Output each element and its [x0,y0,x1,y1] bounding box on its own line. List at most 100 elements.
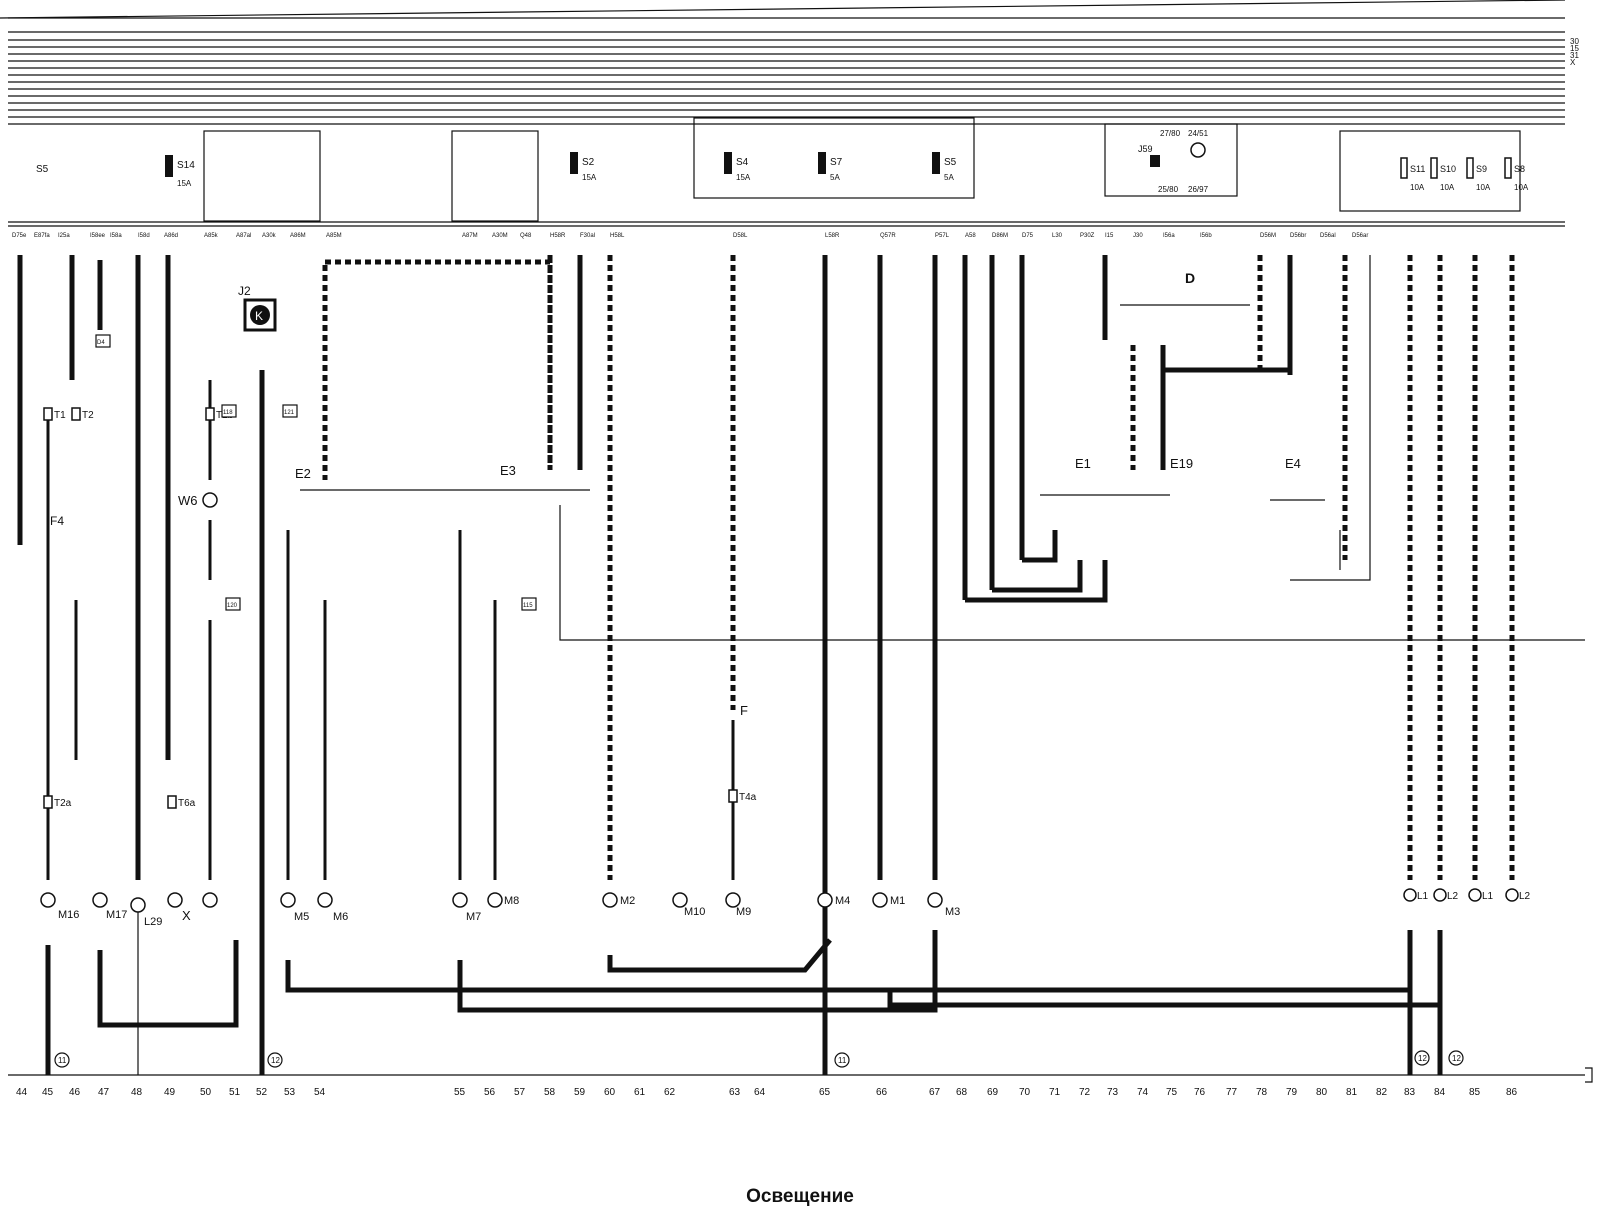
fuse-s11: S11 10A [1400,157,1425,192]
fuse-s9: S9 10A [1466,157,1491,192]
column-number: 63 [729,1087,741,1098]
svg-text:E19: E19 [1170,456,1193,471]
svg-text:S11: S11 [1410,164,1425,174]
lamp-m5: M5 [280,892,309,923]
svg-text:M4: M4 [835,895,850,907]
connector-code: A58 [965,233,976,239]
ground-marker: 12 [1414,1050,1430,1066]
column-number: 75 [1166,1087,1178,1098]
svg-text:24/51: 24/51 [1188,129,1209,138]
column-number: 66 [876,1087,888,1098]
connector-box-label: 118 [223,410,233,416]
fuse-s7: S7 5A [818,152,843,182]
connector-code: D56ar [1352,233,1368,239]
lamp-l1-right: L1 [1468,888,1494,902]
fuse-group: S5 S14 15A S2 15A S4 15A S7 5A S5 5A [36,152,1529,192]
lamp-group: M16 M17 L29 X M5 M6 M7 M8 [40,492,1531,928]
fuse-s4: S4 15A [724,152,751,182]
switch-e4: E4 [1270,456,1325,501]
connector-box-label: 121 [284,410,295,416]
svg-text:S9: S9 [1476,164,1487,174]
svg-text:M5: M5 [294,911,309,923]
svg-text:M10: M10 [684,906,705,918]
column-number: 51 [229,1087,241,1098]
column-number: 70 [1019,1087,1031,1098]
lamp-m8: M8 [487,892,519,908]
svg-text:W6: W6 [178,493,198,508]
ground-marker-group: 11 12 11 12 12 [54,1050,1464,1068]
connector-box [521,597,537,611]
column-number: 82 [1376,1087,1388,1098]
connector-code: D58L [733,233,748,239]
connector-box-label: 115 [523,603,533,609]
column-number: 78 [1256,1087,1268,1098]
svg-text:M6: M6 [333,911,348,923]
svg-text:S5: S5 [36,164,49,175]
svg-text:D: D [1185,270,1195,286]
rail-label-31: 31 [1570,51,1579,60]
connector-box [282,404,298,418]
column-number: 84 [1434,1087,1446,1098]
connector-code: P30Z [1080,233,1095,239]
svg-text:11: 11 [838,1056,847,1065]
connector-code: J30 [1133,233,1143,239]
connector-code: A87M [462,233,478,239]
switch-e19: E19 [1170,456,1193,471]
vertical-wires [17,255,1515,1075]
lamp-m2: M2 [602,892,635,908]
connector-code: I58ee [90,233,106,239]
connector-code: A85M [326,233,342,239]
column-number: 80 [1316,1087,1328,1098]
connector-t4a: T4a [728,789,757,803]
column-number: 46 [69,1087,81,1098]
switch-f4: F4 [50,514,64,528]
svg-text:K: K [255,309,263,323]
connector-code: I56b [1200,233,1212,239]
connector-code: D56br [1290,233,1306,239]
svg-text:T1: T1 [54,410,66,421]
svg-text:E4: E4 [1285,456,1301,471]
fuse-s10: S10 10A [1430,157,1456,192]
rail-label-15: 15 [1570,44,1579,53]
connector-group: T1 T2 T2a T2b T6a T4a [43,407,757,809]
lamp-m17: M17 [92,892,127,921]
connector-code: P57L [935,233,950,239]
svg-text:10A: 10A [1410,183,1425,192]
lamp-w6: W6 [178,492,218,508]
column-number: 44 [16,1087,28,1098]
relay-j59: J59 27/80 24/51 25/80 26/97 [1138,129,1209,194]
connector-code: I15 [1105,233,1114,239]
column-number: 61 [634,1087,646,1098]
svg-text:25/80: 25/80 [1158,185,1179,194]
power-rails [8,17,1565,125]
column-number: 50 [200,1087,212,1098]
svg-text:F4: F4 [50,514,64,528]
svg-text:M17: M17 [106,909,127,921]
connector-code: L30 [1052,233,1063,239]
column-number: 69 [987,1087,999,1098]
svg-text:L29: L29 [144,916,162,928]
column-number: 72 [1079,1087,1091,1098]
connector-code: A87al [236,233,251,239]
connector-box [225,597,241,611]
switch-e3: E3 [500,463,516,478]
column-number: 81 [1346,1087,1358,1098]
rail-label-30: 30 [1570,37,1579,46]
connector-box [95,334,111,348]
column-number: 76 [1194,1087,1206,1098]
svg-text:L1: L1 [1417,891,1429,902]
svg-text:L2: L2 [1519,891,1531,902]
ground-bus [8,1067,1593,1083]
svg-text:E2: E2 [295,466,311,481]
svg-text:10A: 10A [1476,183,1491,192]
svg-text:S4: S4 [736,157,749,168]
connector-code: H58R [550,233,566,239]
svg-text:L1: L1 [1482,891,1494,902]
column-number: 57 [514,1087,526,1098]
lamp-m4: M4 [817,892,850,908]
svg-text:J59: J59 [1138,144,1153,154]
fuse-s8: S8 10A [1504,157,1529,192]
lamp-m9: M9 [725,892,751,918]
column-number: 86 [1506,1087,1518,1098]
